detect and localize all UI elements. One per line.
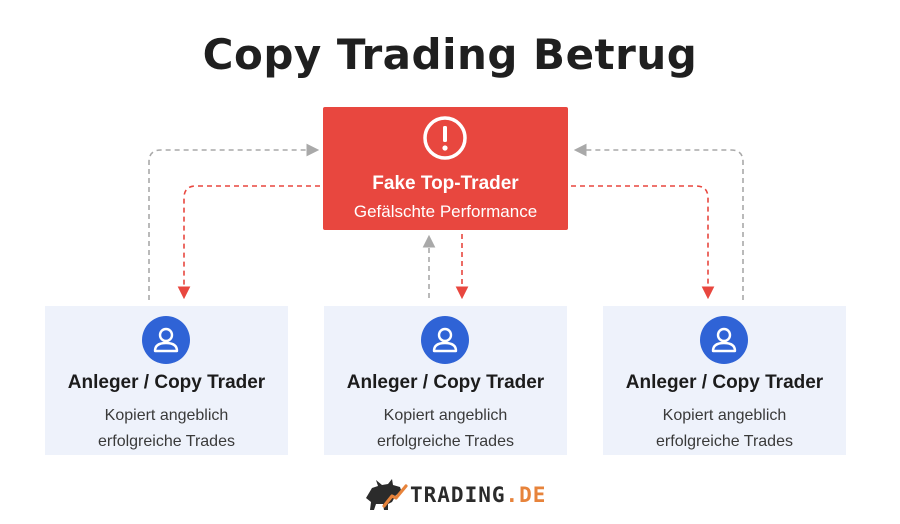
- arrow-left-gray: [148, 143, 320, 300]
- investor-title: Anleger / Copy Trader: [346, 372, 545, 393]
- investor-description: Kopiert angeblich erfolgreiche Trades: [623, 403, 826, 455]
- brand-name-main: TRADING: [410, 483, 506, 507]
- investor-card-right: Anleger / Copy Trader Kopiert angeblich …: [603, 306, 846, 455]
- arrow-right-red: [571, 185, 715, 300]
- page-title: Copy Trading Betrug: [202, 30, 698, 79]
- user-circle-icon: [700, 316, 748, 364]
- investor-desc-line2: erfolgreiche Trades: [656, 433, 793, 450]
- fake-trader-title: Fake Top-Trader: [372, 173, 519, 194]
- user-circle-icon: [421, 316, 469, 364]
- arrow-left-red: [177, 185, 320, 300]
- investor-desc-line2: erfolgreiche Trades: [98, 433, 235, 450]
- exclamation-circle-icon: [423, 116, 467, 160]
- investor-desc-line1: Kopiert angeblich: [662, 407, 787, 424]
- brand-name: TRADING.DE: [410, 483, 546, 507]
- investor-title: Anleger / Copy Trader: [625, 372, 824, 393]
- brand-logo: TRADING.DE: [362, 476, 545, 512]
- arrow-right-gray: [573, 143, 744, 300]
- bull-icon: [366, 479, 408, 510]
- investor-description: Kopiert angeblich erfolgreiche Trades: [344, 403, 547, 455]
- investor-desc-line1: Kopiert angeblich: [104, 407, 229, 424]
- investor-desc-line1: Kopiert angeblich: [383, 407, 508, 424]
- fake-trader-subtitle: Gefälschte Performance: [353, 202, 538, 221]
- investor-desc-line2: erfolgreiche Trades: [377, 433, 514, 450]
- investor-title: Anleger / Copy Trader: [67, 372, 266, 393]
- user-circle-icon: [142, 316, 190, 364]
- fake-trader-box: Fake Top-Trader Gefälschte Performance: [323, 107, 568, 230]
- brand-name-tld: .DE: [505, 483, 547, 507]
- investor-card-center: Anleger / Copy Trader Kopiert angeblich …: [324, 306, 567, 455]
- investor-card-left: Anleger / Copy Trader Kopiert angeblich …: [45, 306, 288, 455]
- investor-description: Kopiert angeblich erfolgreiche Trades: [65, 403, 268, 455]
